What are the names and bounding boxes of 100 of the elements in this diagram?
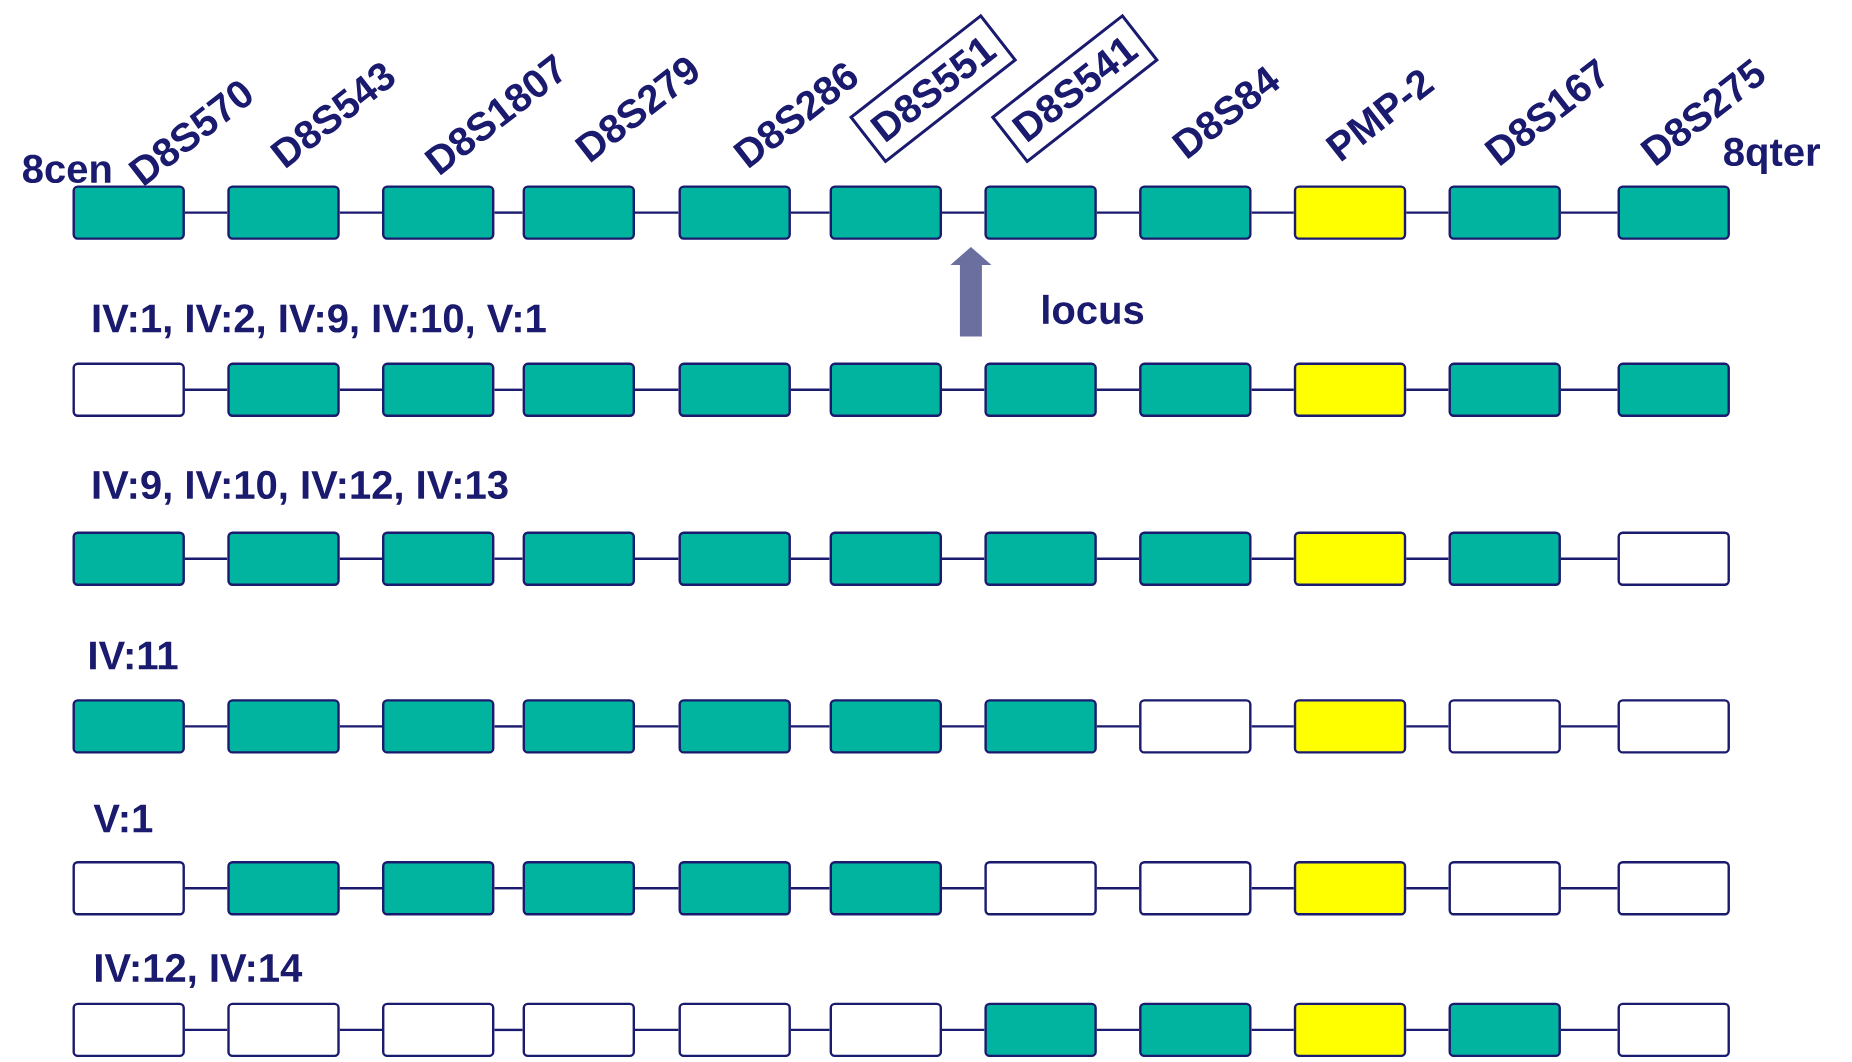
connector-line xyxy=(1406,211,1449,214)
marker-box xyxy=(522,185,635,240)
connector-line xyxy=(1560,887,1618,890)
connector-line xyxy=(1406,1028,1449,1032)
connector-line xyxy=(1096,557,1140,560)
connector-line xyxy=(635,887,679,890)
marker-box xyxy=(1293,861,1407,916)
connector-line xyxy=(1251,1028,1294,1032)
connector-line xyxy=(790,725,830,728)
connector-line xyxy=(942,1028,985,1032)
connector-line xyxy=(184,1028,228,1032)
marker-box xyxy=(72,362,185,417)
text-label: 8cen xyxy=(23,154,111,184)
connector-line xyxy=(184,887,228,890)
connector-line xyxy=(1406,557,1449,560)
connector-line xyxy=(494,388,523,391)
marker-box xyxy=(227,1002,340,1058)
connector-line xyxy=(1560,211,1618,214)
marker-box xyxy=(227,861,340,916)
marker-box xyxy=(382,362,495,417)
marker-box xyxy=(227,362,340,417)
connector-line xyxy=(184,211,228,214)
connector-line xyxy=(1251,725,1294,728)
connector-line xyxy=(1560,557,1618,560)
marker-box xyxy=(1139,185,1252,240)
marker-box xyxy=(72,185,185,240)
connector-line xyxy=(1096,725,1140,728)
connector-line xyxy=(1096,211,1140,214)
marker-box xyxy=(984,362,1097,417)
connector-line xyxy=(790,557,830,560)
connector-line xyxy=(1251,388,1294,391)
marker-box xyxy=(227,699,340,754)
connector-line xyxy=(942,887,985,890)
family-members-label: IV:12, IV:14 xyxy=(95,953,303,988)
connector-line xyxy=(635,725,679,728)
connector-line xyxy=(339,887,382,890)
connector-line xyxy=(184,557,228,560)
marker-box xyxy=(522,1002,635,1058)
marker-box xyxy=(1139,531,1252,586)
marker-box xyxy=(984,861,1097,916)
marker-box xyxy=(1139,362,1252,417)
marker-box xyxy=(382,861,495,916)
marker-box xyxy=(678,699,791,754)
marker-box xyxy=(829,699,942,754)
connector-line xyxy=(494,725,523,728)
marker-box xyxy=(1293,531,1407,586)
marker-box xyxy=(829,362,942,417)
marker-box xyxy=(829,1002,942,1058)
connector-line xyxy=(1560,388,1618,391)
connector-line xyxy=(635,1028,679,1032)
marker-box xyxy=(829,531,942,586)
marker-box xyxy=(678,531,791,586)
marker-box xyxy=(1448,185,1561,240)
connector-line xyxy=(635,388,679,391)
family-members-label: V:1 xyxy=(93,804,153,833)
connector-line xyxy=(790,887,830,890)
connector-line xyxy=(184,725,228,728)
text-label: locus xyxy=(1043,294,1144,325)
marker-box xyxy=(72,1002,185,1058)
marker-box xyxy=(1448,699,1561,754)
marker-box xyxy=(1139,861,1252,916)
marker-box xyxy=(522,699,635,754)
connector-line xyxy=(339,388,382,391)
marker-box xyxy=(1617,362,1730,417)
marker-box xyxy=(382,699,495,754)
family-members-label: IV:11 xyxy=(90,641,178,670)
connector-line xyxy=(494,557,523,560)
connector-line xyxy=(494,211,523,214)
connector-line xyxy=(339,211,382,214)
marker-box xyxy=(522,861,635,916)
marker-box xyxy=(984,1002,1097,1058)
marker-box xyxy=(1448,861,1561,916)
marker-box xyxy=(72,861,185,916)
marker-box xyxy=(522,362,635,417)
connector-line xyxy=(1096,887,1140,890)
family-members-label: IV:9, IV:10, IV:12, IV:13 xyxy=(93,470,508,505)
connector-line xyxy=(942,725,985,728)
connector-line xyxy=(942,211,985,214)
marker-box xyxy=(1617,1002,1730,1058)
connector-line xyxy=(339,725,382,728)
connector-line xyxy=(790,211,830,214)
marker-box xyxy=(382,1002,495,1058)
connector-line xyxy=(494,1028,523,1032)
connector-line xyxy=(184,388,228,391)
connector-line xyxy=(1096,388,1140,391)
marker-box xyxy=(1293,699,1407,754)
connector-line xyxy=(494,887,523,890)
marker-box xyxy=(1617,699,1730,754)
connector-line xyxy=(942,388,985,391)
connector-line xyxy=(1251,211,1294,214)
connector-line xyxy=(790,1028,830,1032)
connector-line xyxy=(339,557,382,560)
marker-box xyxy=(72,531,185,586)
connector-line xyxy=(1560,725,1618,728)
marker-box xyxy=(382,185,495,240)
connector-line xyxy=(1560,1028,1618,1032)
marker-box xyxy=(1617,185,1730,240)
marker-box xyxy=(1293,362,1407,417)
connector-line xyxy=(1406,388,1449,391)
connector-line xyxy=(1406,887,1449,890)
